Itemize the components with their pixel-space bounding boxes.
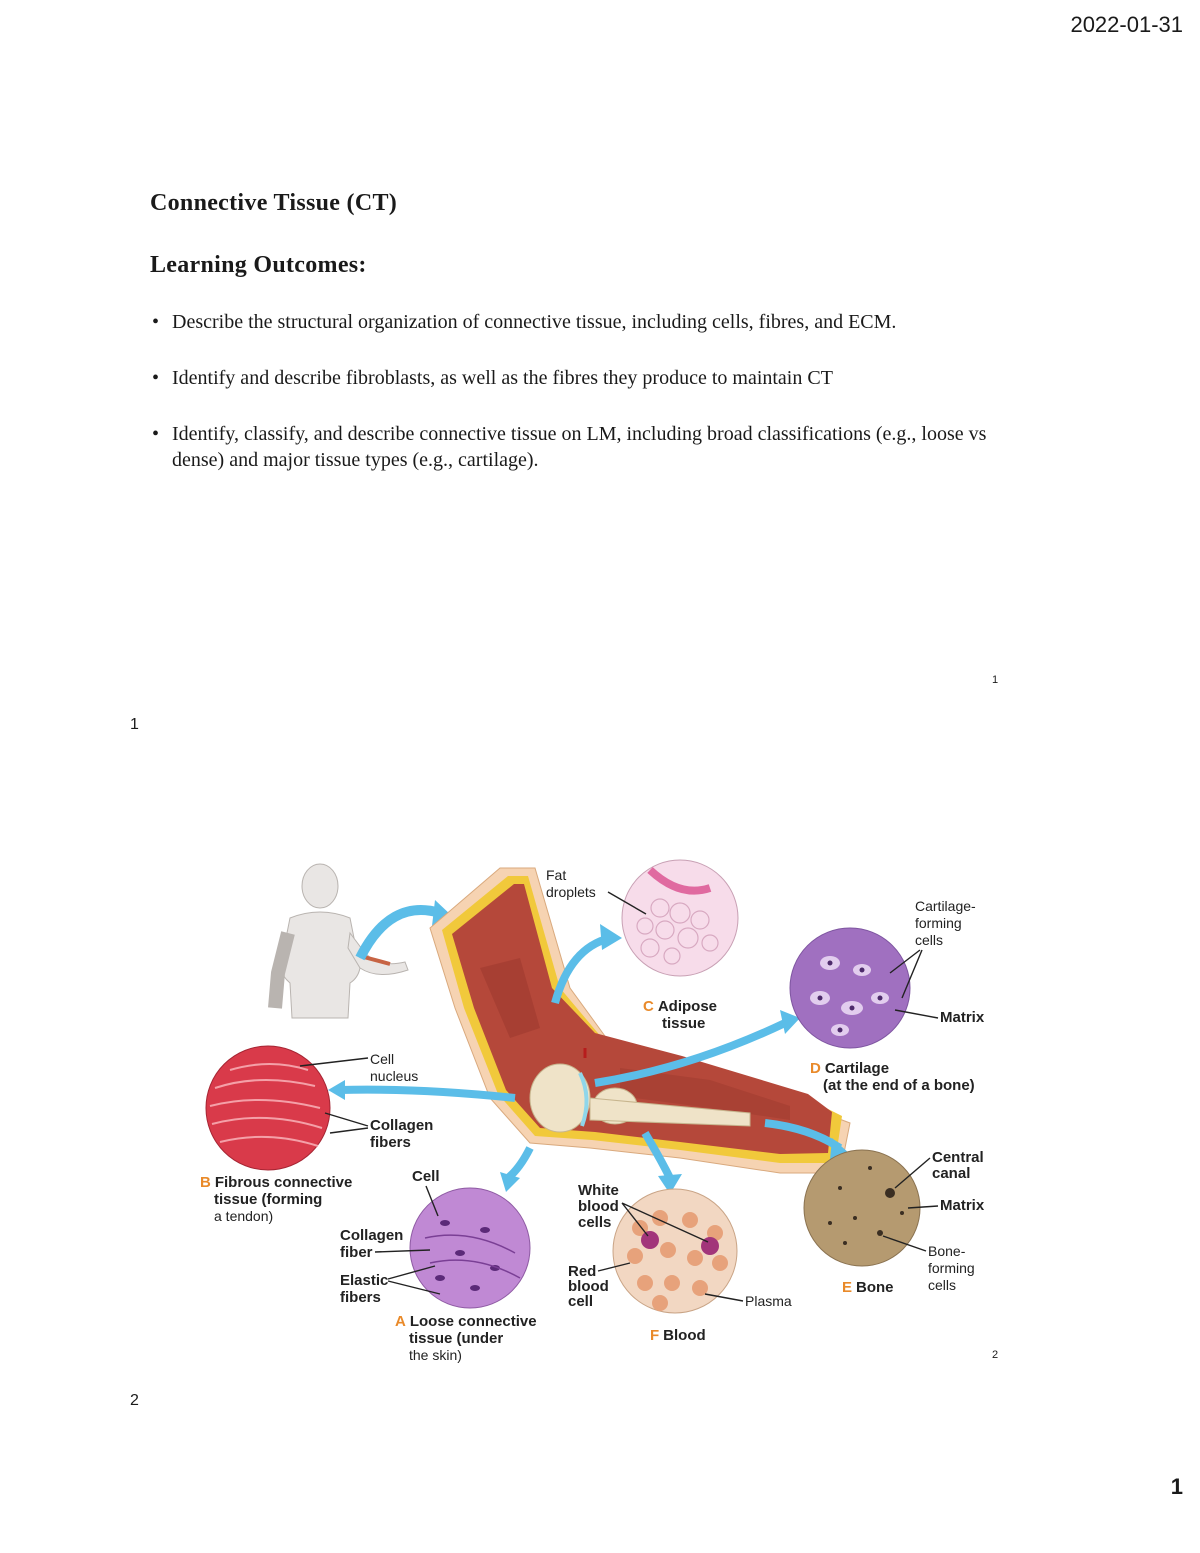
- date-stamp: 2022-01-31: [1070, 12, 1183, 37]
- cartilage-micrograph: [789, 927, 911, 1049]
- outcome-item: Identify and describe fibroblasts, as we…: [150, 365, 1020, 391]
- page-number: 1: [1170, 1474, 1183, 1499]
- slide-number: 1: [130, 716, 139, 733]
- slide-inner-number: 2: [992, 1349, 999, 1361]
- slide-title: Connective Tissue (CT): [150, 190, 398, 216]
- outcome-item: Identify, classify, and describe connect…: [150, 421, 1020, 473]
- bone-micrograph: [803, 1149, 921, 1267]
- arm-cross-section: [429, 867, 851, 1174]
- outcomes-list: Describe the structural organization of …: [150, 309, 1020, 473]
- slide-1: Connective Tissue (CT) Learning Outcomes…: [150, 190, 1020, 503]
- human-figure-illustration: [268, 863, 409, 1019]
- matrix-cartilage-label: Matrix: [940, 1009, 985, 1026]
- slide-number: 2: [130, 1392, 139, 1409]
- slide-inner-number: 1: [992, 674, 999, 686]
- cell-label: Cell: [412, 1168, 440, 1185]
- learning-outcomes-heading: Learning Outcomes:: [150, 252, 367, 278]
- plasma-label: Plasma: [745, 1293, 792, 1309]
- outcome-item: Describe the structural organization of …: [150, 309, 1020, 335]
- matrix-bone-label: Matrix: [940, 1197, 985, 1214]
- loose-tissue-micrograph: [409, 1187, 531, 1309]
